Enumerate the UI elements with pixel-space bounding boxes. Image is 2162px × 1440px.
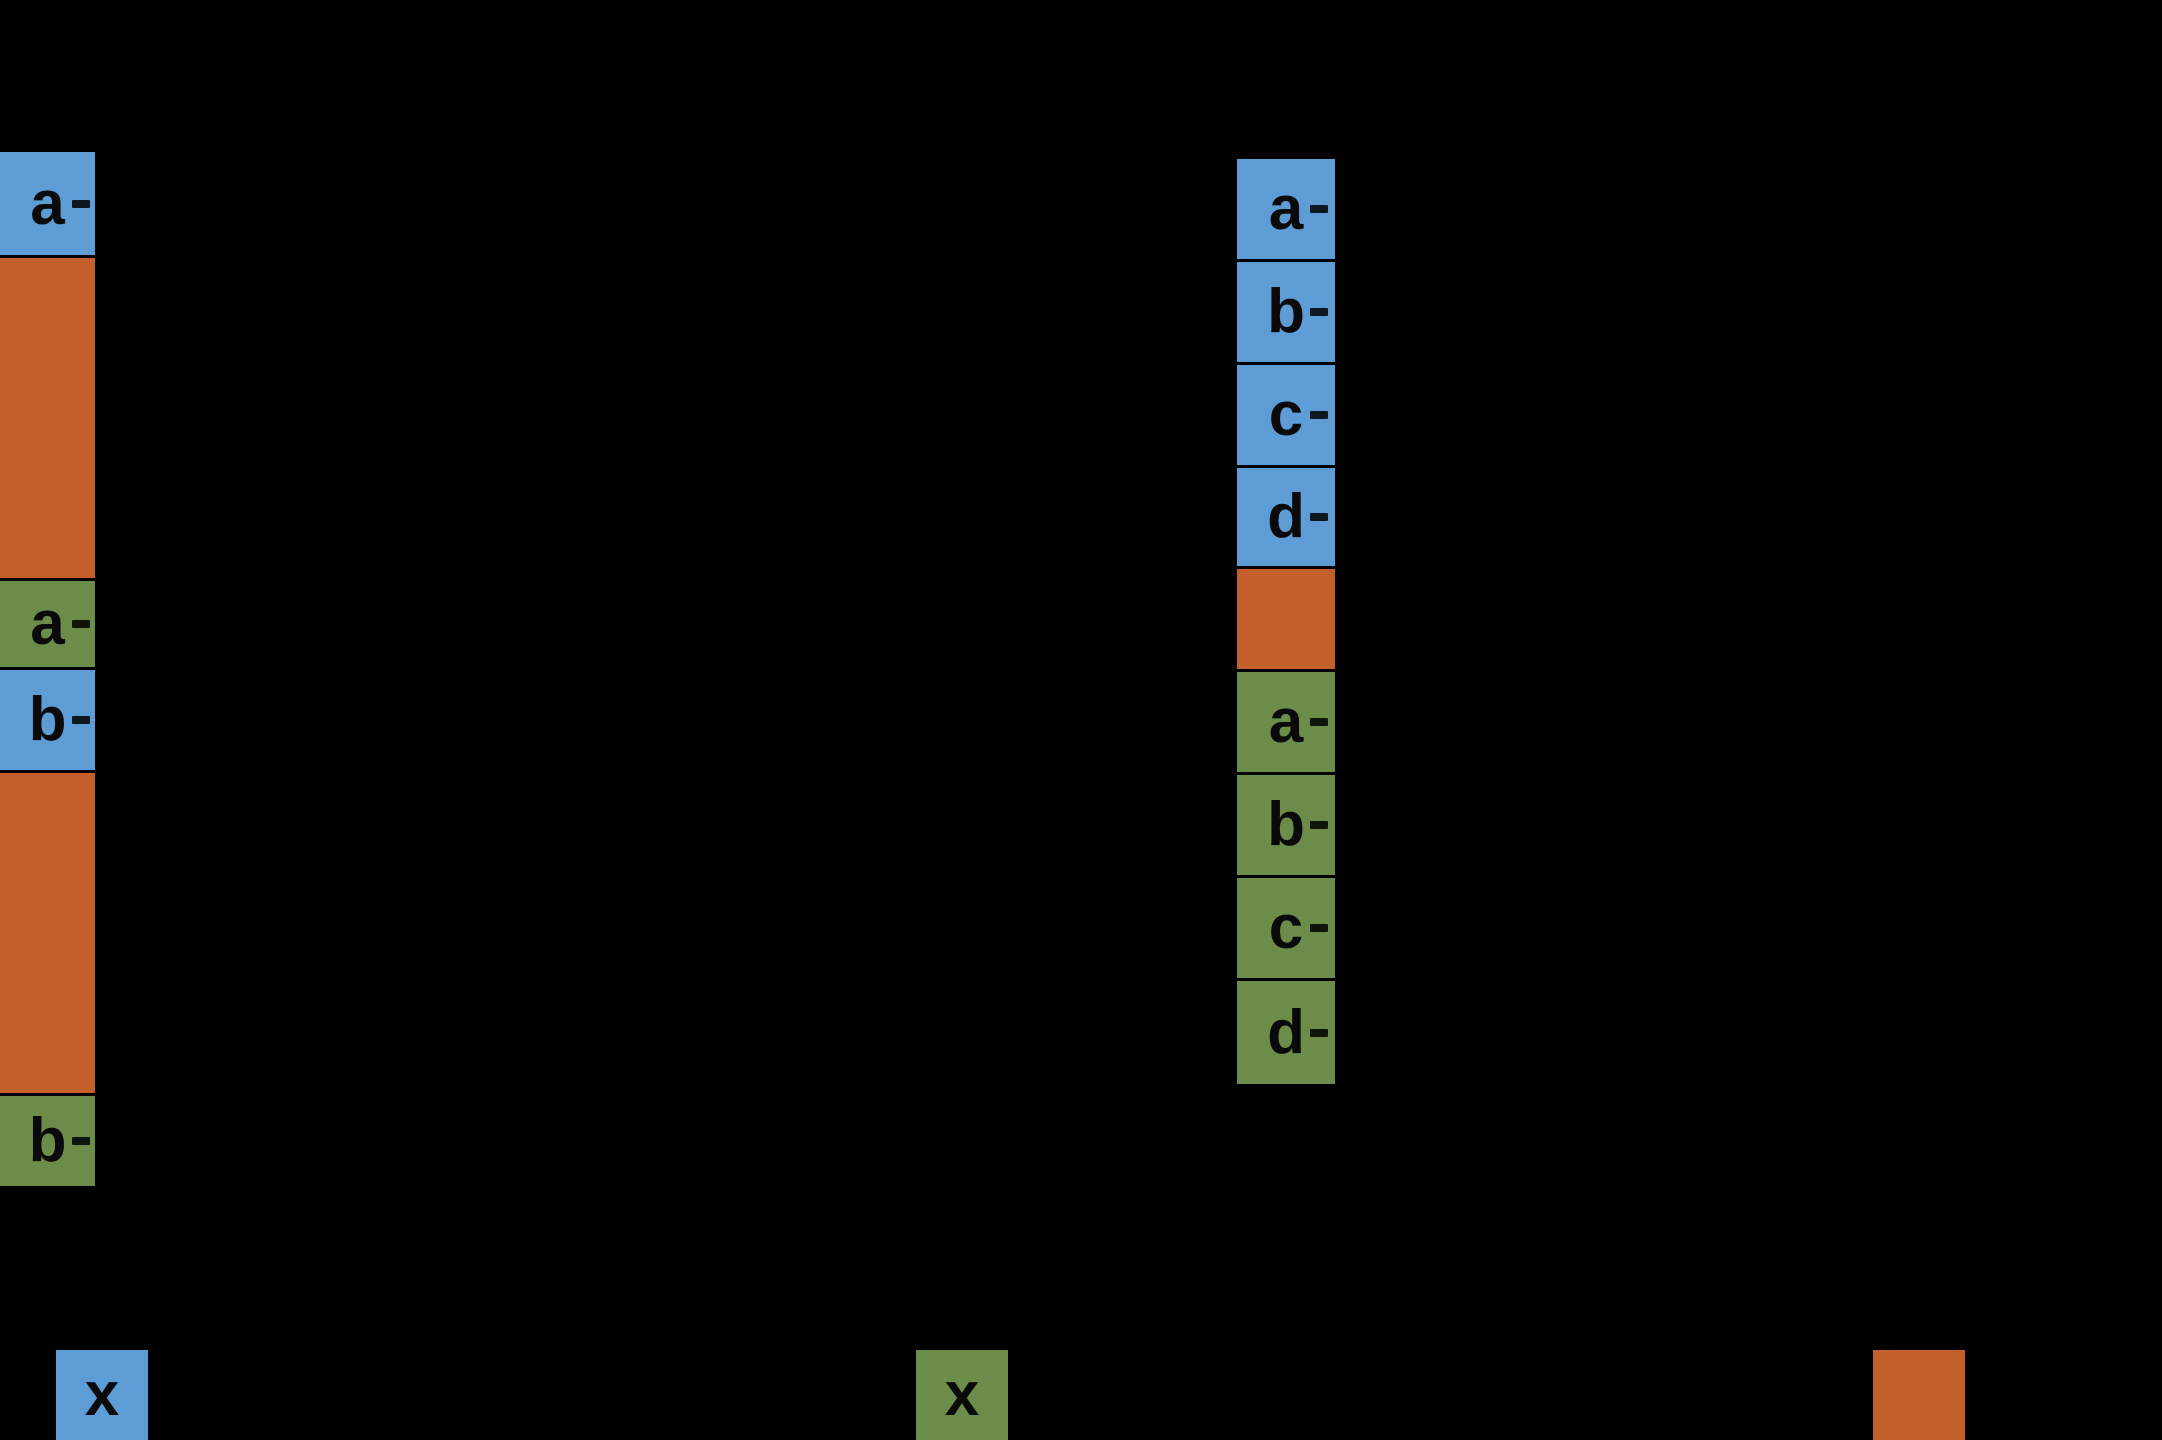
memory-cell-orange: [0, 773, 95, 1093]
cell-label: a: [1268, 687, 1304, 756]
memory-cell-blue-c: c: [1237, 365, 1335, 465]
cell-label: b: [28, 1106, 67, 1175]
arrow-stub-icon: [1310, 718, 1328, 726]
cell-label: a: [1268, 174, 1304, 243]
memory-cell-blue-d: d: [1237, 468, 1335, 566]
arrow-stub-icon: [1310, 513, 1328, 521]
memory-cell-green-d: d: [1237, 981, 1335, 1084]
cell-label: a: [30, 589, 65, 658]
arrow-stub-icon: [1310, 924, 1328, 932]
memory-cell-green-b: b: [0, 1096, 95, 1186]
memory-cell-orange: [0, 258, 95, 578]
arrow-stub-icon: [71, 716, 90, 724]
legend-label: x: [84, 1360, 120, 1429]
cell-label: b: [1267, 790, 1305, 859]
memory-cell-blue-a: a: [0, 152, 95, 255]
arrow-stub-icon: [71, 199, 90, 208]
cell-label: d: [1267, 482, 1305, 551]
arrow-stub-icon: [71, 1137, 90, 1145]
cell-label: d: [1267, 997, 1305, 1067]
cell-label: a: [30, 168, 65, 238]
cell-label: c: [1268, 380, 1304, 449]
legend-swatch-orange: [1873, 1350, 1965, 1440]
cell-label: b: [1267, 277, 1305, 346]
memory-cell-blue-a: a: [1237, 159, 1335, 259]
arrow-stub-icon: [1310, 205, 1328, 213]
memory-cell-green-b: b: [1237, 775, 1335, 875]
legend-swatch-green: x: [916, 1350, 1008, 1440]
arrow-stub-icon: [1310, 411, 1328, 419]
memory-cell-blue-b: b: [1237, 262, 1335, 362]
legend-label: x: [944, 1360, 980, 1429]
legend-swatch-blue: x: [56, 1350, 148, 1440]
memory-cell-green-a: a: [1237, 672, 1335, 772]
arrow-stub-icon: [1310, 308, 1328, 316]
cell-label: c: [1268, 893, 1304, 962]
arrow-stub-icon: [71, 620, 90, 628]
memory-cell-orange: [1237, 569, 1335, 669]
memory-cell-green-a: a: [0, 581, 95, 667]
arrow-stub-icon: [1310, 1028, 1328, 1037]
memory-cell-blue-b: b: [0, 670, 95, 770]
arrow-stub-icon: [1310, 821, 1328, 829]
memory-cell-green-c: c: [1237, 878, 1335, 978]
cell-label: b: [28, 685, 67, 754]
